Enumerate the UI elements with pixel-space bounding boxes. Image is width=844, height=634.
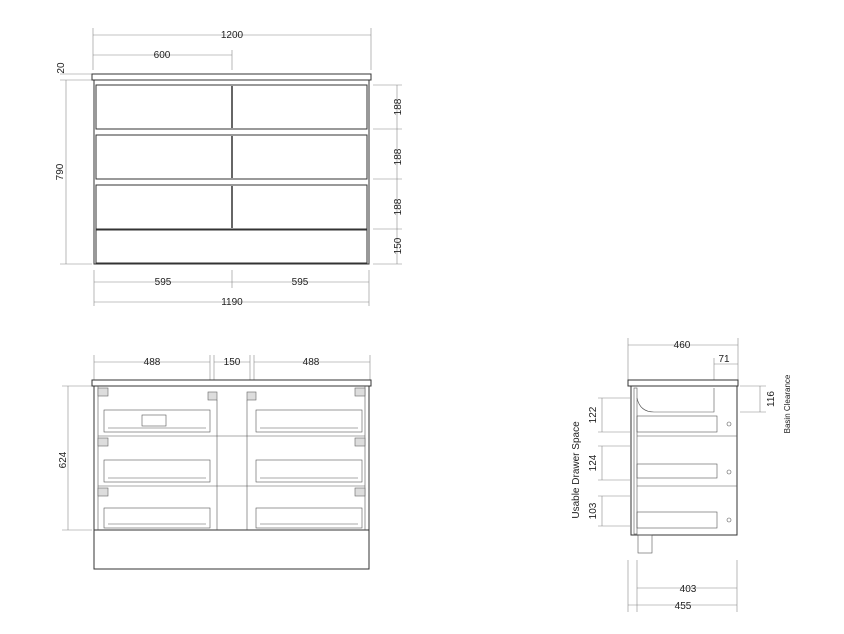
- interior-top: [91, 379, 372, 387]
- dim-basin-clearance: 116: [766, 391, 777, 407]
- basin-outline: [636, 388, 715, 413]
- drawer-box: [255, 409, 363, 433]
- cam-fixing: [726, 469, 732, 475]
- dim-carcass-depth: 455: [675, 601, 692, 612]
- plinth: [95, 229, 368, 264]
- label-usable-drawer-space: Usable Drawer Space: [571, 421, 582, 519]
- dim-left-width: 488: [144, 357, 161, 368]
- label-basin-clearance: Basin Clearance: [783, 374, 792, 433]
- hinge-block: [354, 437, 366, 447]
- side-drawer-3: [636, 511, 718, 529]
- basin-waste-cutout: [141, 414, 167, 427]
- vanity-top: [91, 73, 372, 81]
- hinge-block: [97, 387, 109, 397]
- dim-top-thickness: 20: [56, 62, 67, 74]
- side-carcass: [630, 385, 738, 536]
- dim-depth: 460: [674, 340, 691, 351]
- dim-drawer-height-2: 188: [393, 148, 404, 165]
- dim-inner-depth: 403: [680, 584, 697, 595]
- dim-drawer-height-3: 188: [393, 198, 404, 215]
- interior-carcass: [93, 385, 370, 570]
- side-drawer-2: [636, 463, 718, 479]
- dim-overall-height: 790: [55, 163, 66, 180]
- drawer-box: [103, 409, 211, 433]
- dim-carcass-width: 1190: [221, 297, 243, 308]
- dim-half-width: 600: [154, 50, 171, 61]
- hinge-block: [246, 391, 257, 401]
- drawer-front-edge: [633, 387, 638, 535]
- hinge-block: [97, 487, 109, 497]
- front-view: 1200 600 20 790 188 188 188 150: [55, 28, 404, 308]
- dim-drawer-height-1: 188: [393, 98, 404, 115]
- dim-overall-width: 1200: [221, 30, 244, 41]
- dim-right-width: 488: [303, 357, 320, 368]
- interior-view: 488 150 488 624: [58, 355, 372, 570]
- drawer-box: [255, 459, 363, 483]
- dim-drawer-width-left: 595: [155, 277, 172, 288]
- hinge-block: [354, 487, 366, 497]
- hinge-block: [354, 387, 366, 397]
- hinge-block: [97, 437, 109, 447]
- drawer-box: [103, 507, 211, 529]
- cam-fixing: [726, 517, 732, 523]
- dim-drawer-width-right: 595: [292, 277, 309, 288]
- dim-drawer-space-2: 124: [588, 454, 599, 471]
- dim-drawer-space-1: 122: [588, 406, 599, 423]
- side-foot: [637, 534, 653, 554]
- drawer-box: [103, 459, 211, 483]
- hinge-block: [207, 391, 218, 401]
- side-view: 460 71 Usable Drawer Space 122 124 103: [571, 338, 792, 612]
- dim-plinth-height: 150: [393, 237, 404, 254]
- drawer-box: [255, 507, 363, 529]
- dim-interior-height: 624: [58, 451, 69, 468]
- side-top: [627, 379, 739, 387]
- dim-drawer-space-3: 103: [588, 502, 599, 519]
- side-drawer-1: [636, 415, 718, 433]
- cam-fixing: [726, 421, 732, 427]
- dim-basin-offset: 71: [718, 354, 730, 365]
- dim-center-width: 150: [224, 357, 241, 368]
